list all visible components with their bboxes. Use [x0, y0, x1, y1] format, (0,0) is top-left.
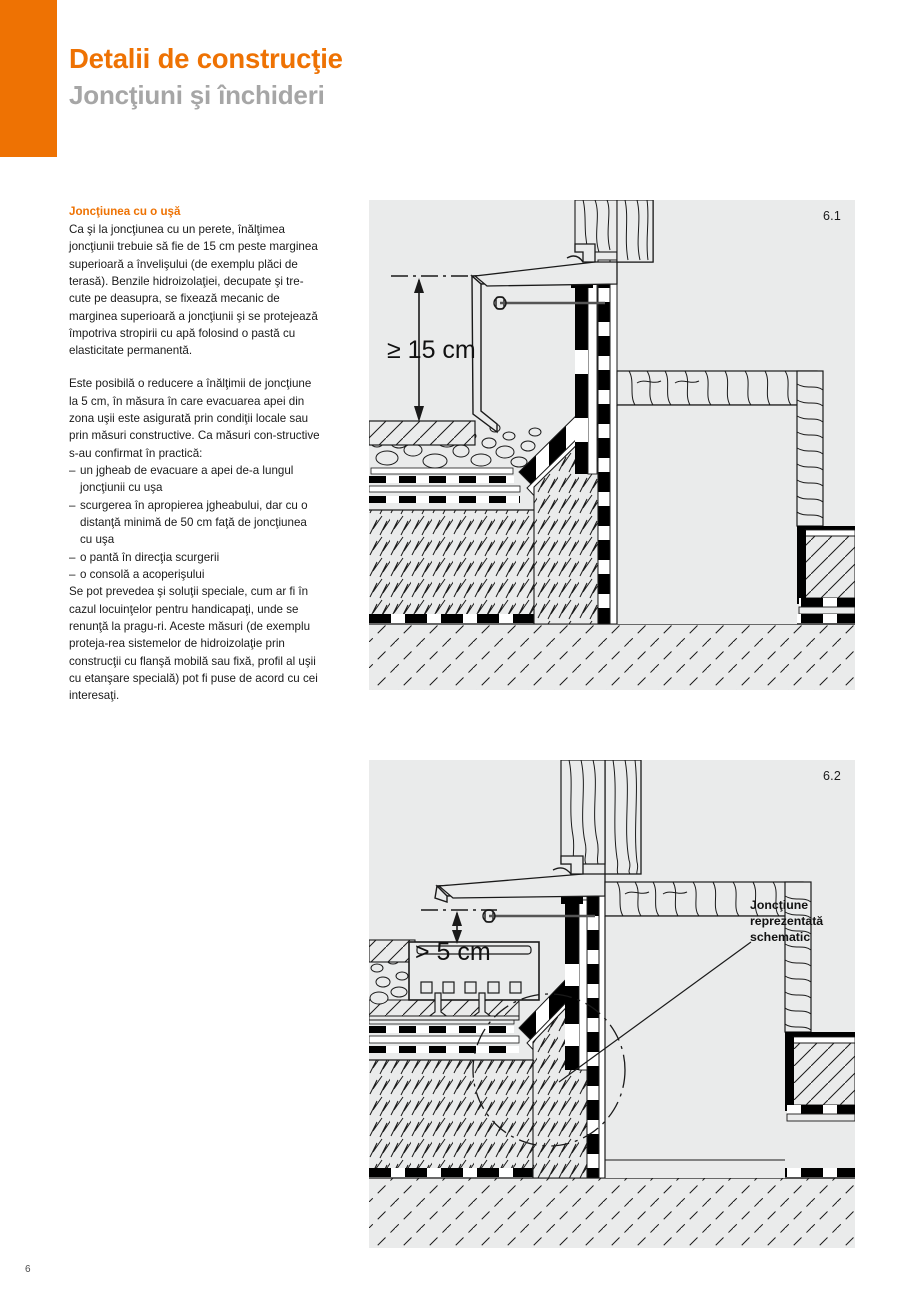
- page-subtitle: Joncţiuni şi închideri: [69, 79, 325, 110]
- page-title: Detalii de construcţie: [69, 43, 343, 74]
- bullet-marker: –: [69, 550, 76, 564]
- list-item: –o consolă a acoperişului: [69, 566, 322, 583]
- paragraph-2: Este posibilă o reducere a înălţimii de …: [69, 377, 320, 460]
- measures-list: –un jgheab de evacuare a apei de-a lungu…: [69, 462, 322, 583]
- figure-number-61: 6.1: [823, 209, 841, 223]
- page-number: 6: [25, 1264, 31, 1275]
- paragraph-3: Se pot prevedea şi soluţii speciale, cum…: [69, 585, 318, 703]
- figure-callout-62: Joncţiune reprezentată schematic: [750, 898, 824, 944]
- list-item: –scurgerea în apropierea jgheabului, dar…: [69, 497, 322, 549]
- accent-bar: [0, 0, 57, 157]
- figure-number-62: 6.2: [823, 769, 841, 783]
- list-item-label: o consolă a acoperişului: [80, 567, 205, 581]
- article-text-column: Joncţiunea cu o uşă Ca şi la joncţiunea …: [69, 203, 322, 705]
- dimension-text-62: > 5 cm: [415, 938, 491, 966]
- page-header: Detalii de construcţie Joncţiuni şi înch…: [69, 42, 569, 111]
- bullet-marker: –: [69, 463, 76, 477]
- bullet-marker: –: [69, 498, 76, 512]
- paragraph-1: Ca şi la joncţiunea cu un perete, înălţi…: [69, 223, 318, 358]
- list-item: –un jgheab de evacuare a apei de-a lungu…: [69, 462, 322, 497]
- figure-6-1: ≥ 15 cm 6.1: [369, 200, 855, 690]
- section-heading: Joncţiunea cu o uşă: [69, 205, 181, 218]
- list-item-label: o pantă în direcţia scurgerii: [80, 550, 220, 564]
- list-item: –o pantă în direcţia scurgerii: [69, 549, 322, 566]
- list-item-label: scurgerea în apropierea jgheabului, dar …: [80, 498, 308, 547]
- figure-6-2: > 5 cm 6.2: [369, 760, 855, 1248]
- bullet-marker: –: [69, 567, 76, 581]
- list-item-label: un jgheab de evacuare a apei de-a lungul…: [80, 463, 294, 495]
- dimension-text-61: ≥ 15 cm: [387, 336, 476, 364]
